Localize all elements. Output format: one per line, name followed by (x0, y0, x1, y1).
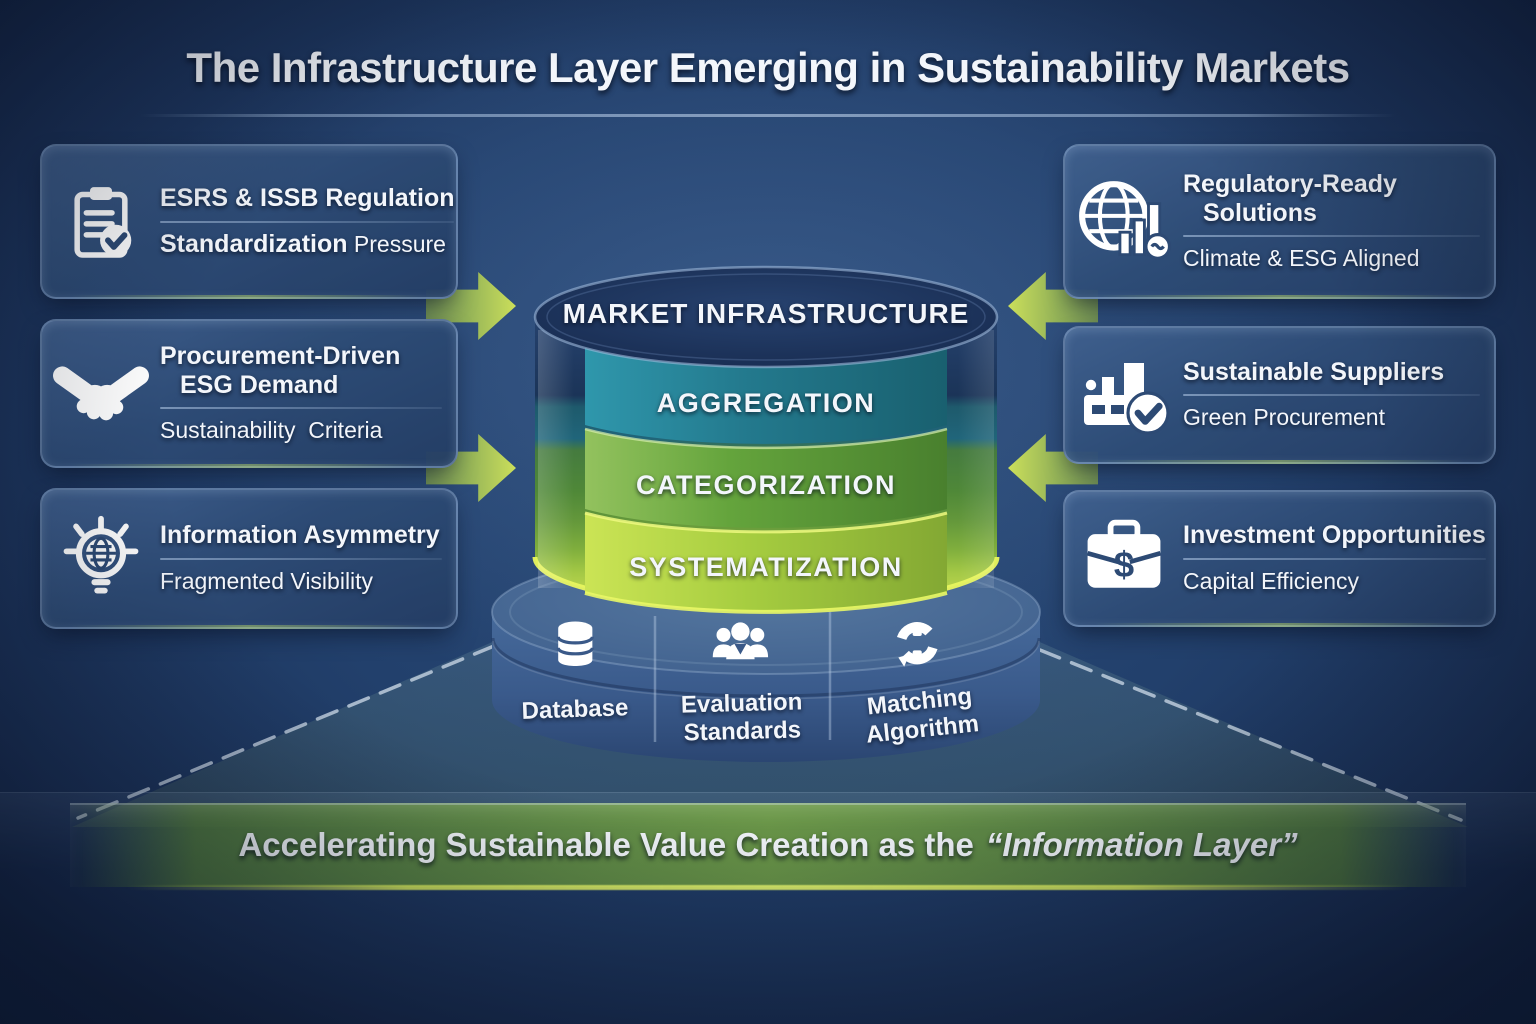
card-sustainable-suppliers: Sustainable Suppliers Green Procurement (1063, 326, 1496, 464)
card-divider (1183, 235, 1480, 237)
handshake-icon (42, 345, 160, 443)
card-investment-opportunities: $ Investment Opportunities Capital Effic… (1063, 490, 1496, 627)
lightbulb-globe-icon (42, 513, 160, 605)
card-subtitle: Climate & ESG Aligned (1183, 245, 1420, 271)
card-divider (1183, 557, 1486, 560)
card-subtitle: Sustainability Criteria (160, 417, 383, 443)
card-title: Sustainable Suppliers (1183, 357, 1445, 386)
database-icon (556, 621, 594, 667)
card-subtitle: Green Procurement (1183, 404, 1385, 431)
card-title-line2: ESG Demand (180, 370, 339, 399)
clipboard-check-icon (42, 178, 160, 266)
svg-text:$: $ (1114, 544, 1134, 585)
briefcase-dollar-icon: $ (1065, 513, 1183, 605)
banner-text: Accelerating Sustainable Value Creation … (238, 826, 1297, 864)
card-title-line2: Solutions (1203, 198, 1317, 227)
card-title: Investment Opportunities (1183, 521, 1486, 550)
card-title: Regulatory-Ready (1183, 170, 1397, 198)
card-subtitle: Standardization Pressure (160, 229, 446, 258)
card-title: ESRS & ISSB Regulation (160, 184, 455, 213)
cylinder-title: MARKET INFRASTRUCTURE (562, 298, 970, 329)
pedestal-label-evaluation-standards: Evaluation Standards (680, 688, 803, 747)
layer-label-categorization: CATEGORIZATION (636, 470, 896, 500)
factory-check-icon (1065, 347, 1183, 443)
layer-label-systematization: SYSTEMATIZATION (629, 552, 903, 582)
card-divider (1183, 394, 1480, 397)
footer-banner: Accelerating Sustainable Value Creation … (70, 803, 1466, 887)
card-divider (160, 557, 442, 560)
card-title: Procurement-Driven (160, 342, 401, 370)
banner-prefix: Accelerating Sustainable Value Creation … (238, 826, 974, 863)
card-subtitle: Fragmented Visibility (160, 567, 374, 594)
title-divider (140, 114, 1396, 117)
card-information-asymmetry: Information Asymmetry Fragmented Visibil… (40, 488, 458, 629)
card-divider (160, 407, 442, 409)
pedestal-label-database: Database (521, 694, 629, 725)
layer-label-aggregation: AGGREGATION (656, 388, 876, 418)
banner-quoted-phrase: “Information Layer” (985, 826, 1298, 863)
globe-bar-chart-icon (1065, 173, 1183, 271)
page-title: The Infrastructure Layer Emerging in Sus… (186, 44, 1350, 91)
card-esrs-issb-regulation: ESRS & ISSB Regulation Standardization P… (40, 144, 458, 299)
card-title: Information Asymmetry (160, 521, 440, 550)
card-divider (160, 220, 455, 223)
card-subtitle: Capital Efficiency (1183, 567, 1359, 594)
